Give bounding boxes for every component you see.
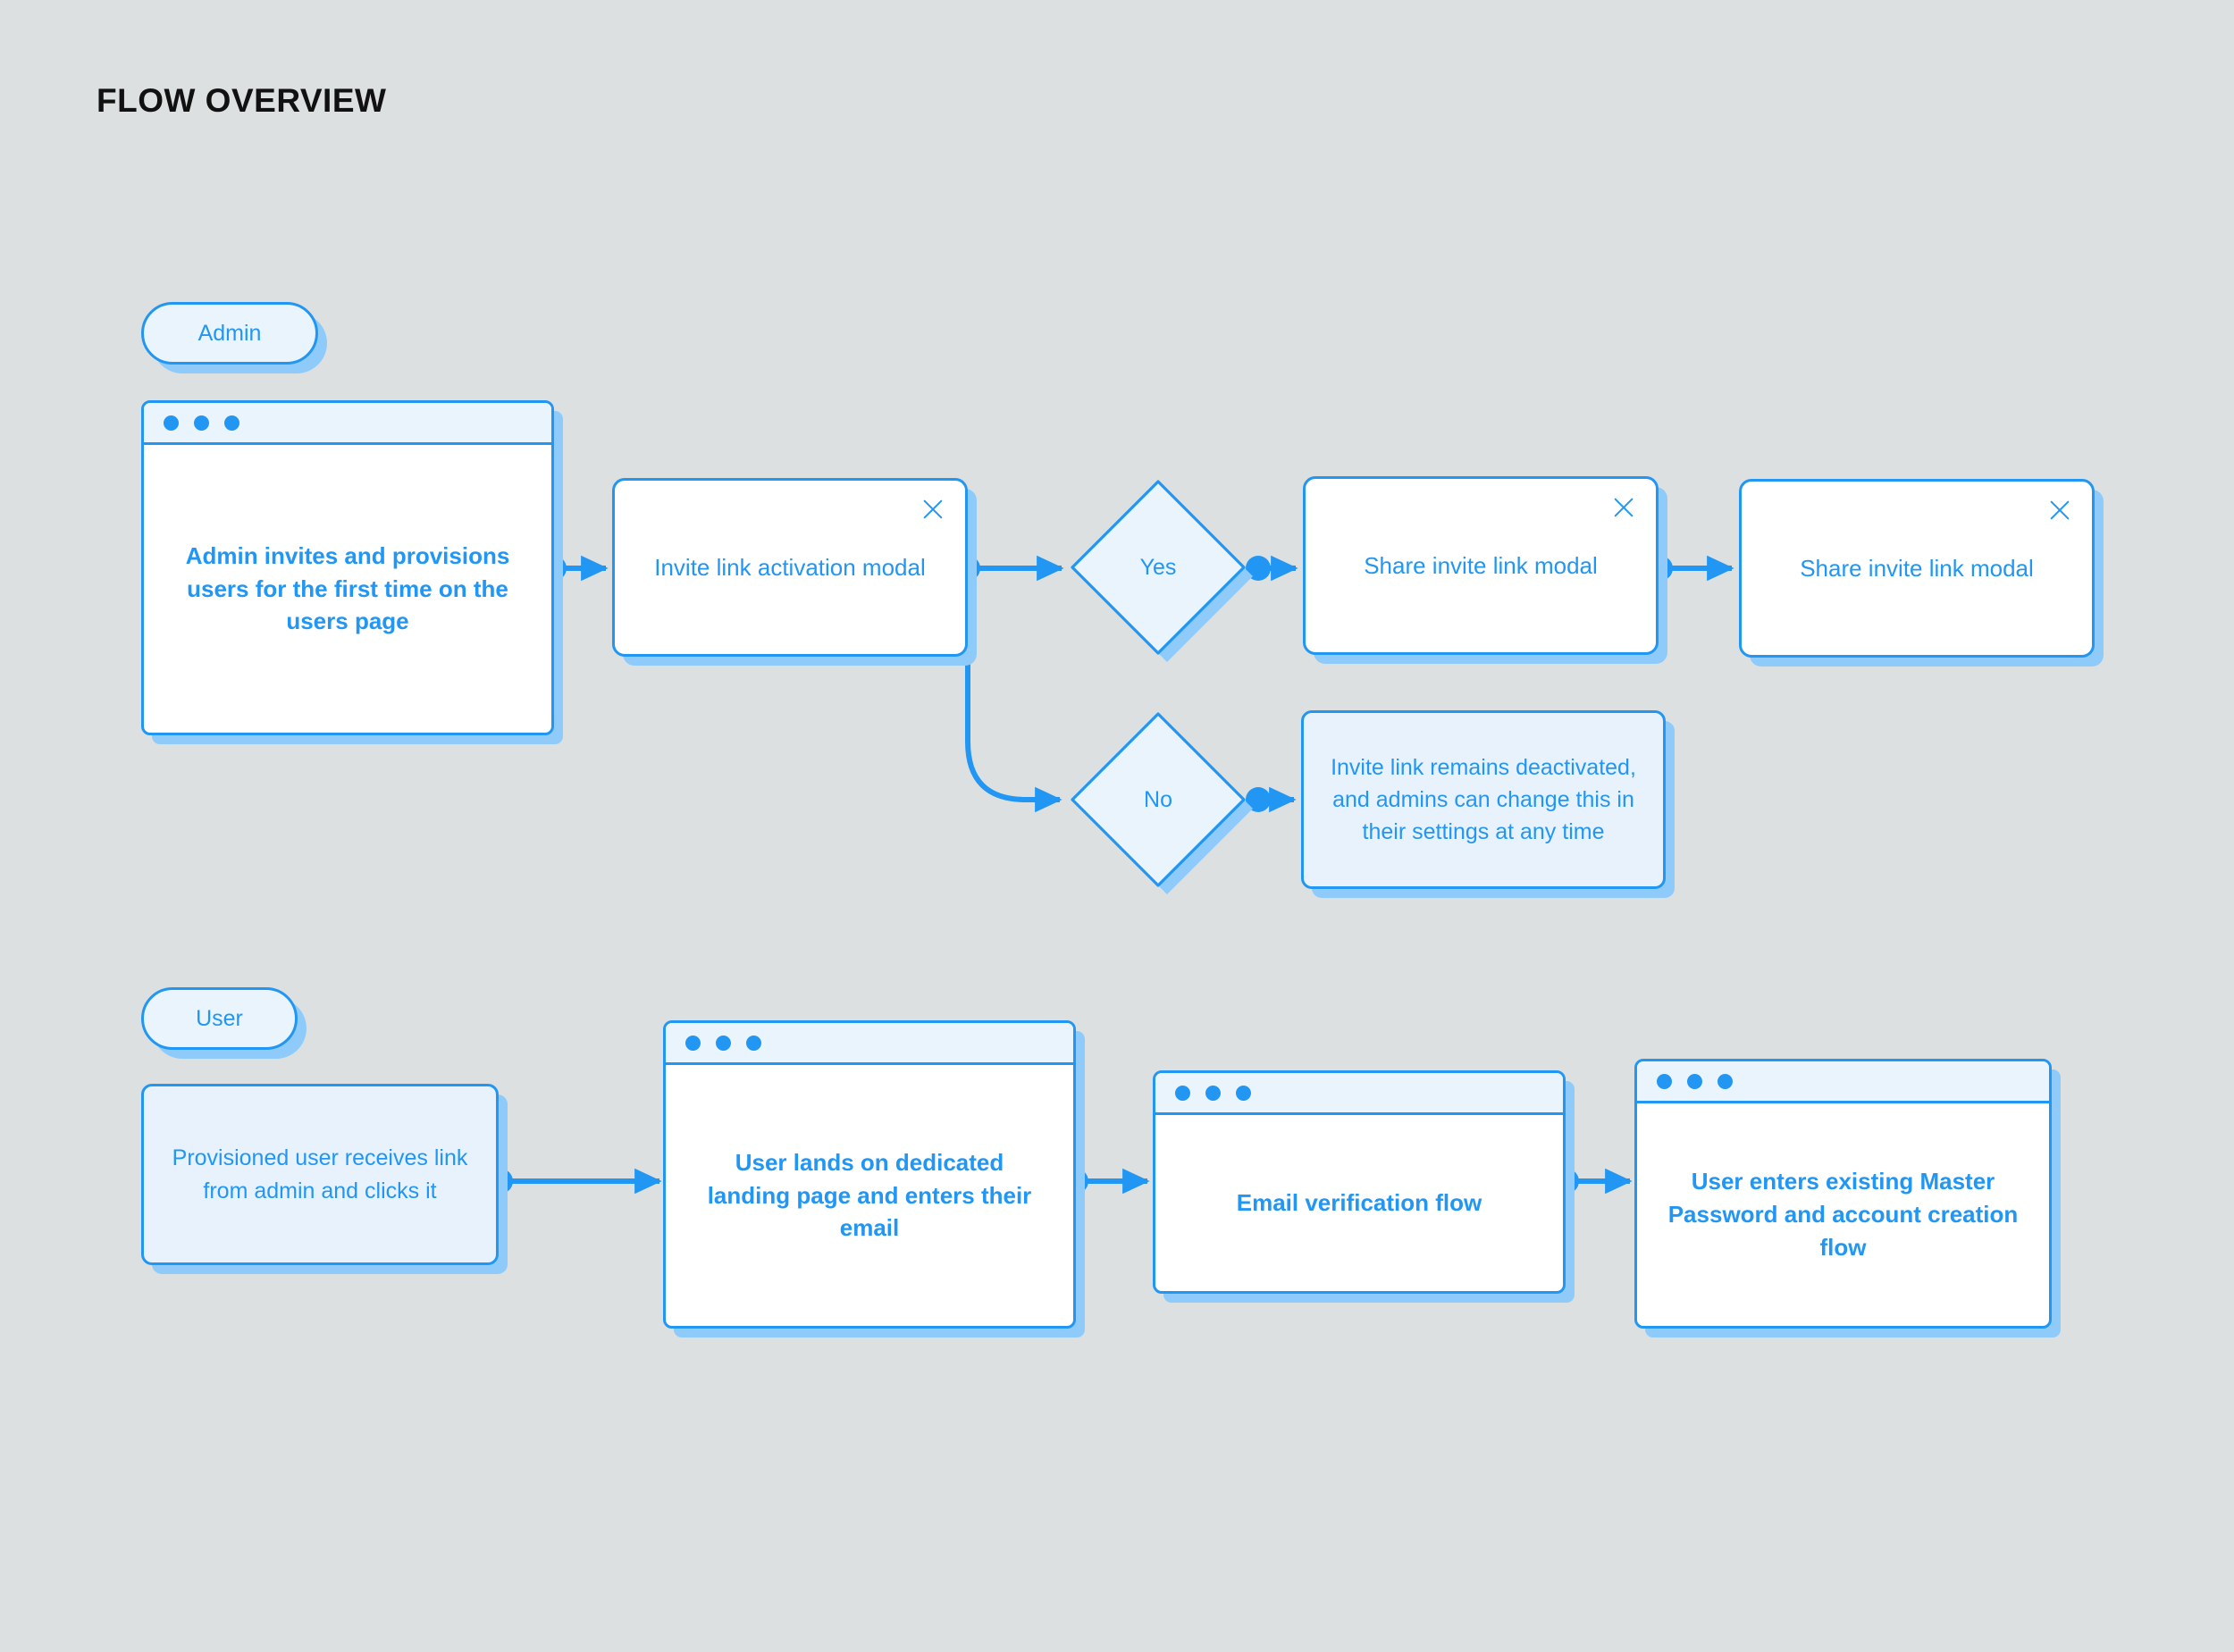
- window-dot-red-icon: [1657, 1073, 1672, 1089]
- window-dot-green-icon: [746, 1035, 761, 1051]
- node-master-password-window[interactable]: User enters existing Master Password and…: [1634, 1059, 2052, 1329]
- connector-share1-share2: [1648, 555, 1734, 582]
- close-icon[interactable]: [2047, 498, 2072, 523]
- node-share-invite-link-modal-1-label: Share invite link modal: [1364, 551, 1598, 579]
- window-dot-green-icon: [1717, 1073, 1733, 1089]
- decision-yes-shape: [1069, 478, 1247, 657]
- window-dot-green-icon: [1236, 1085, 1251, 1101]
- browser-content: User lands on dedicated landing page and…: [666, 1065, 1073, 1326]
- node-share-invite-link-modal-2-label: Share invite link modal: [1800, 554, 2034, 582]
- connector-admin2-no: [965, 568, 1062, 813]
- decision-no-label: No: [1144, 786, 1172, 812]
- node-invite-link-activation-modal[interactable]: Invite link activation modal: [612, 478, 968, 657]
- browser-content: Email verification flow: [1155, 1115, 1563, 1291]
- window-dot-yellow-icon: [716, 1035, 731, 1051]
- lane-pill-user[interactable]: User: [141, 987, 298, 1050]
- browser-content: User enters existing Master Password and…: [1637, 1103, 2049, 1326]
- window-dot-yellow-icon: [194, 415, 209, 431]
- lane-pill-admin-label: Admin: [197, 320, 262, 346]
- node-admin-invites-label: Admin invites and provisions users for t…: [185, 541, 510, 635]
- decision-yes-label: Yes: [1139, 554, 1177, 580]
- connector-user1-user2: [488, 1168, 662, 1195]
- close-icon[interactable]: [1611, 495, 1636, 520]
- browser-content: Admin invites and provisions users for t…: [144, 445, 551, 733]
- node-provisioned-user-label: Provisioned user receives link from admi…: [172, 1145, 468, 1203]
- window-dot-red-icon: [1175, 1085, 1190, 1101]
- decision-yes[interactable]: Yes: [1069, 478, 1253, 662]
- connector-admin2-yes: [955, 555, 1064, 582]
- window-dot-red-icon: [164, 415, 179, 431]
- node-email-verification-window[interactable]: Email verification flow: [1153, 1070, 1566, 1294]
- browser-title-bar: [1637, 1061, 2049, 1103]
- page-title: FLOW OVERVIEW: [97, 82, 387, 119]
- lane-pill-user-label: User: [196, 1005, 243, 1031]
- window-dot-green-icon: [224, 415, 239, 431]
- node-share-invite-link-modal-2[interactable]: Share invite link modal: [1739, 479, 2095, 658]
- node-invite-link-deactivated-card[interactable]: Invite link remains deactivated, and adm…: [1301, 710, 1666, 889]
- decision-no-shape: [1069, 710, 1247, 889]
- node-landing-page-label: User lands on dedicated landing page and…: [707, 1148, 1032, 1242]
- node-invite-link-activation-modal-label: Invite link activation modal: [654, 553, 926, 581]
- close-icon[interactable]: [920, 497, 945, 522]
- browser-title-bar: [666, 1023, 1073, 1065]
- connector-user2-user3: [1063, 1168, 1150, 1195]
- node-share-invite-link-modal-1[interactable]: Share invite link modal: [1303, 476, 1659, 655]
- node-master-password-label: User enters existing Master Password and…: [1667, 1168, 2019, 1261]
- window-dot-yellow-icon: [1205, 1085, 1221, 1101]
- node-provisioned-user-card[interactable]: Provisioned user receives link from admi…: [141, 1084, 499, 1265]
- browser-title-bar: [144, 403, 551, 445]
- lane-pill-admin[interactable]: Admin: [141, 302, 318, 365]
- node-invite-link-deactivated-label: Invite link remains deactivated, and adm…: [1331, 754, 1636, 845]
- window-dot-yellow-icon: [1687, 1073, 1702, 1089]
- node-landing-page-window[interactable]: User lands on dedicated landing page and…: [663, 1020, 1076, 1329]
- browser-title-bar: [1155, 1073, 1563, 1115]
- node-email-verification-label: Email verification flow: [1236, 1189, 1482, 1217]
- window-dot-red-icon: [685, 1035, 701, 1051]
- decision-no[interactable]: No: [1069, 710, 1253, 894]
- node-admin-invites-window[interactable]: Admin invites and provisions users for t…: [141, 400, 554, 735]
